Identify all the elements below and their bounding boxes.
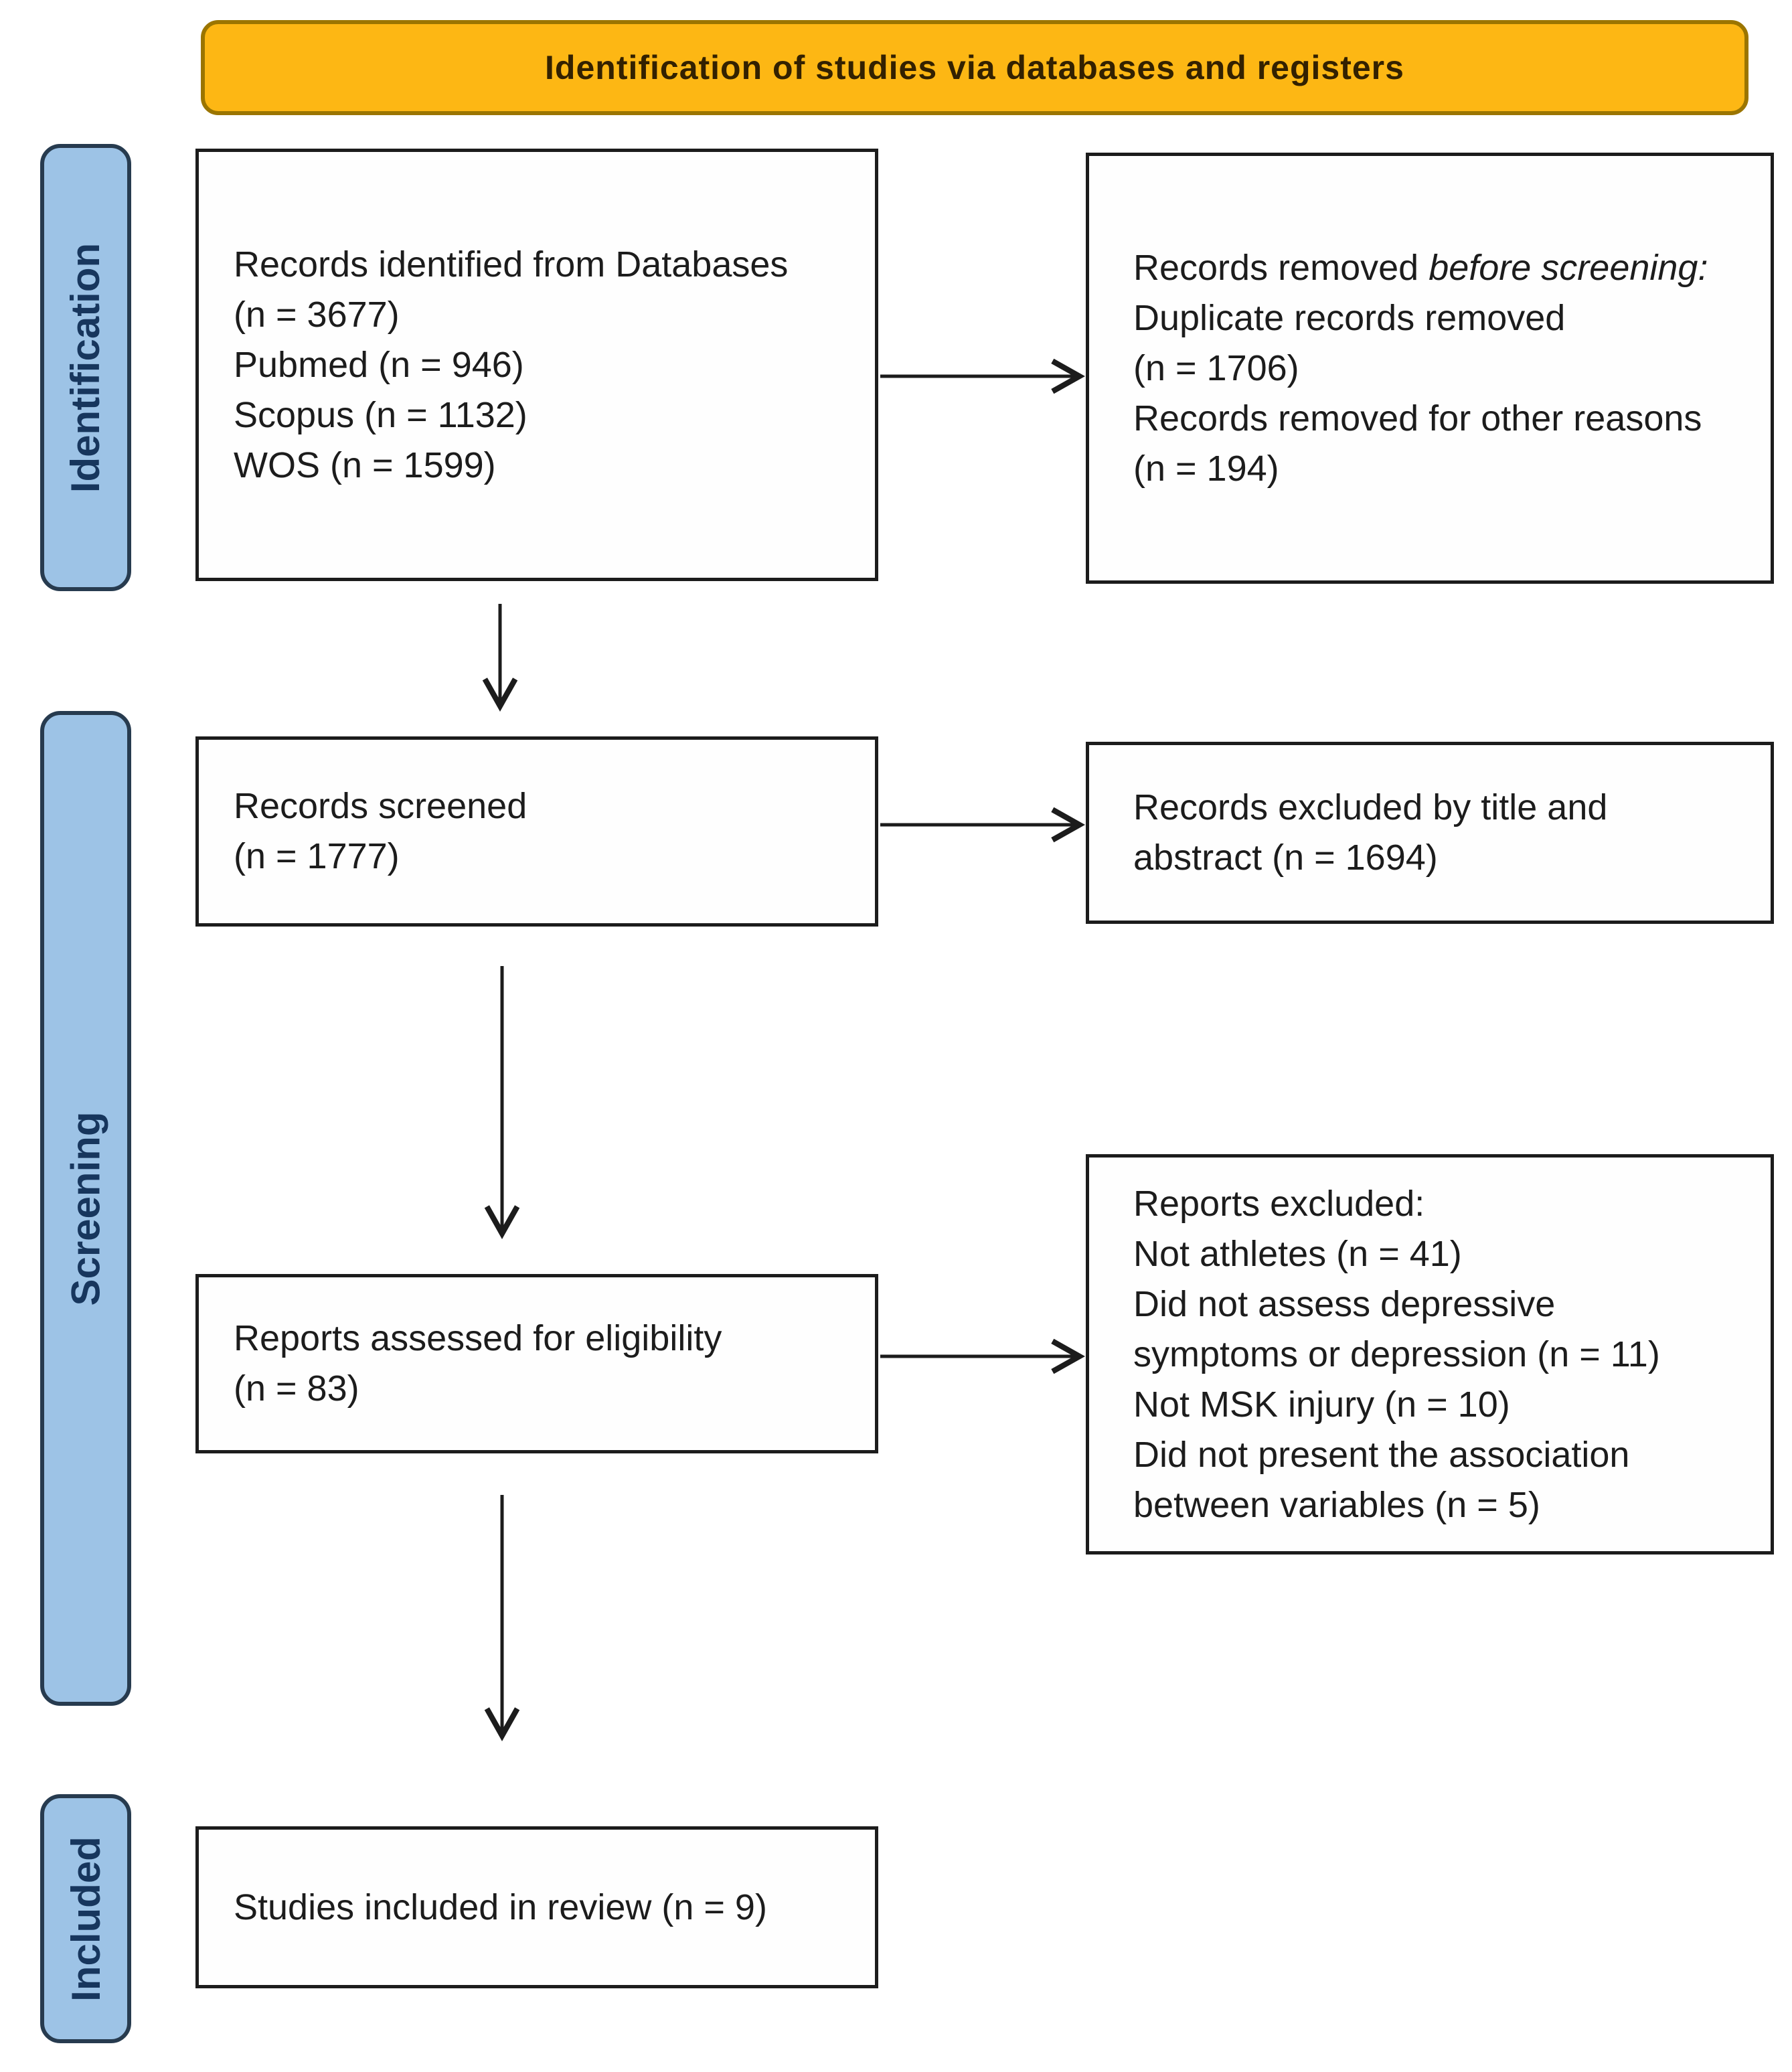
box-line: Duplicate records removed <box>1133 297 1566 338</box>
header-title: Identification of studies via databases … <box>545 49 1404 86</box>
stage-label-screening-text: Screening <box>63 1111 108 1306</box>
box-line: Studies included in review (n = 9) <box>234 1887 767 1927</box>
box-line-prefix: Records removed <box>1133 247 1429 288</box>
box-line: (n = 194) <box>1133 448 1279 489</box>
box-line: Did not present the association <box>1133 1434 1630 1475</box>
stage-label-included-text: Included <box>63 1836 108 2002</box>
stage-label-screening: Screening <box>40 711 131 1706</box>
box-reports-excluded: Reports excluded: Not athletes (n = 41) … <box>1086 1154 1774 1555</box>
box-line: abstract (n = 1694) <box>1133 838 1438 878</box>
stage-label-identification: Identification <box>40 144 131 591</box>
box-line: Records excluded by title and <box>1133 787 1608 827</box>
box-line: Records identified from Databases <box>234 244 789 285</box>
header-banner: Identification of studies via databases … <box>201 20 1748 115</box>
box-line: Records screened <box>234 786 527 826</box>
stage-label-included: Included <box>40 1794 131 2043</box>
box-line: (n = 1777) <box>234 836 400 876</box>
box-line: Records removed for other reasons <box>1133 398 1702 439</box>
stage-label-identification-text: Identification <box>63 242 108 493</box>
box-reports-assessed: Reports assessed for eligibility (n = 83… <box>195 1274 878 1453</box>
box-line-italic: before screening: <box>1429 247 1708 288</box>
box-line: Not MSK injury (n = 10) <box>1133 1384 1510 1425</box>
box-line: between variables (n = 5) <box>1133 1484 1540 1525</box>
box-studies-included: Studies included in review (n = 9) <box>195 1826 878 1988</box>
box-line: Pubmed (n = 946) <box>234 344 524 385</box>
box-line: (n = 1706) <box>1133 347 1299 388</box>
box-records-removed-before-screening: Records removed before screening: Duplic… <box>1086 153 1774 584</box>
box-line: Did not assess depressive <box>1133 1283 1556 1324</box>
box-line: Scopus (n = 1132) <box>234 394 527 435</box>
box-records-screened: Records screened (n = 1777) <box>195 736 878 927</box>
box-line: Records removed before screening: <box>1133 243 1771 293</box>
box-records-excluded-title-abstract: Records excluded by title and abstract (… <box>1086 742 1774 924</box>
box-line: Not athletes (n = 41) <box>1133 1233 1462 1274</box>
box-line: Reports excluded: <box>1133 1183 1425 1224</box>
box-line: (n = 83) <box>234 1368 359 1409</box>
box-line: WOS (n = 1599) <box>234 445 496 485</box>
box-line: Reports assessed for eligibility <box>234 1318 722 1358</box>
box-records-identified: Records identified from Databases (n = 3… <box>195 149 878 581</box>
box-line: symptoms or depression (n = 11) <box>1133 1334 1660 1374</box>
box-line: (n = 3677) <box>234 294 400 335</box>
